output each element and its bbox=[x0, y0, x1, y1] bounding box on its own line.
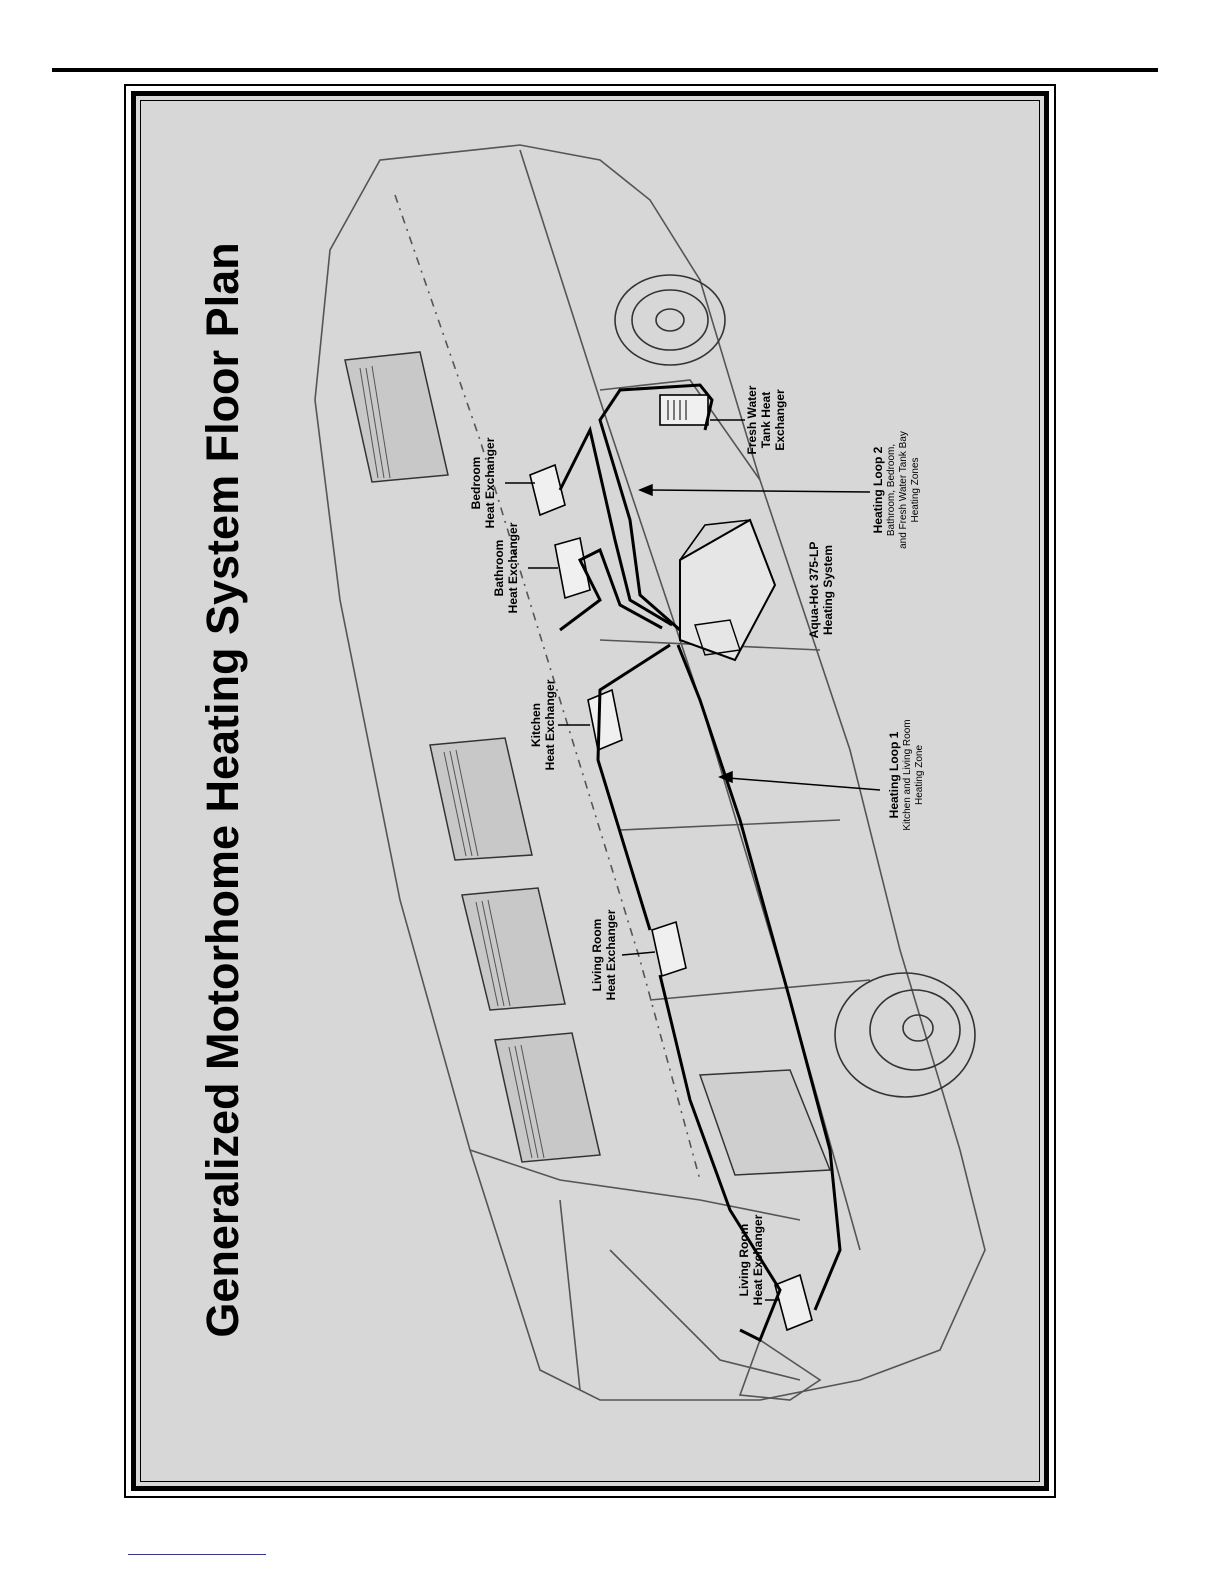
svg-text:Heating Loop 1: Heating Loop 1 bbox=[887, 731, 901, 818]
label-fresh-water: Fresh Water Tank Heat Exchanger bbox=[745, 385, 787, 454]
label-aqua-hot: Aqua-Hot 375-LP Heating System bbox=[807, 542, 835, 639]
svg-text:Heat Exchanger: Heat Exchanger bbox=[506, 522, 520, 613]
label-heating-loop-2: Heating Loop 2 Bathroom, Bedroom, and Fr… bbox=[871, 431, 921, 549]
rear-wheel bbox=[614, 274, 726, 366]
figure-frame-inner-border bbox=[140, 100, 1040, 1482]
loop2-leader bbox=[649, 489, 871, 493]
leader-lines bbox=[505, 419, 881, 1301]
svg-text:Bathroom, Bedroom,: Bathroom, Bedroom, bbox=[886, 444, 897, 536]
heat-exchanger-bathroom bbox=[554, 536, 591, 600]
svg-text:Heating Zones: Heating Zones bbox=[910, 457, 921, 522]
window-1 bbox=[344, 351, 449, 483]
living-room-1-leader bbox=[621, 951, 656, 956]
svg-text:Heat Exchanger: Heat Exchanger bbox=[604, 909, 618, 1000]
loop1-leader bbox=[727, 777, 881, 791]
svg-text:Heat Exchanger: Heat Exchanger bbox=[543, 679, 557, 770]
heat-exchanger-fresh-water bbox=[659, 394, 709, 426]
svg-text:Bedroom: Bedroom bbox=[469, 457, 483, 510]
window-3 bbox=[461, 887, 566, 1011]
front-wheel bbox=[834, 972, 976, 1098]
svg-text:Aqua-Hot 375-LP: Aqua-Hot 375-LP bbox=[807, 542, 821, 639]
svg-text:Kitchen: Kitchen bbox=[529, 703, 543, 747]
diagram-title: Generalized Motorhome Heating System Flo… bbox=[197, 242, 248, 1337]
label-living-room-2: Living Room Heat Exchanger bbox=[737, 1214, 765, 1305]
label-living-room-1: Living Room Heat Exchanger bbox=[590, 909, 618, 1000]
bottom-link-underline bbox=[128, 1554, 266, 1555]
svg-text:Heating Zone: Heating Zone bbox=[914, 745, 925, 805]
label-heating-loop-1: Heating Loop 1 Kitchen and Living Room H… bbox=[887, 719, 925, 830]
svg-text:Living Room: Living Room bbox=[737, 1224, 751, 1297]
label-kitchen: Kitchen Heat Exchanger bbox=[529, 679, 557, 770]
svg-text:Tank Heat: Tank Heat bbox=[759, 392, 773, 448]
svg-text:Heat Exchanger: Heat Exchanger bbox=[483, 437, 497, 528]
window-2 bbox=[429, 737, 533, 861]
svg-text:Heating System: Heating System bbox=[821, 545, 835, 635]
heat-exchanger-bedroom bbox=[529, 463, 566, 517]
motorhome-body bbox=[314, 144, 986, 1401]
svg-text:Living Room: Living Room bbox=[590, 919, 604, 992]
entry-door-window bbox=[698, 1069, 832, 1176]
svg-text:and Fresh Water Tank Bay: and Fresh Water Tank Bay bbox=[898, 431, 909, 549]
window-4 bbox=[494, 1032, 601, 1163]
heating-loop-1-pipe bbox=[596, 643, 842, 1343]
aqua-hot-unit bbox=[679, 518, 777, 662]
svg-text:Exchanger: Exchanger bbox=[773, 389, 787, 451]
svg-text:Kitchen and Living Room: Kitchen and Living Room bbox=[902, 719, 913, 830]
label-bathroom: Bathroom Heat Exchanger bbox=[492, 522, 520, 613]
figure-frame bbox=[131, 91, 1049, 1491]
heating-loop-2-pipe bbox=[558, 383, 714, 632]
svg-text:Bathroom: Bathroom bbox=[492, 540, 506, 597]
top-rule bbox=[52, 68, 1158, 72]
label-bedroom: Bedroom Heat Exchanger bbox=[469, 437, 497, 528]
heat-exchanger-kitchen bbox=[587, 688, 623, 752]
svg-text:Heating Loop 2: Heating Loop 2 bbox=[871, 446, 885, 533]
heat-exchanger-living-room-1 bbox=[651, 920, 687, 978]
svg-text:Fresh Water: Fresh Water bbox=[745, 385, 759, 454]
heat-exchanger-living-room-2 bbox=[774, 1273, 813, 1332]
svg-text:Heat Exchanger: Heat Exchanger bbox=[751, 1214, 765, 1305]
